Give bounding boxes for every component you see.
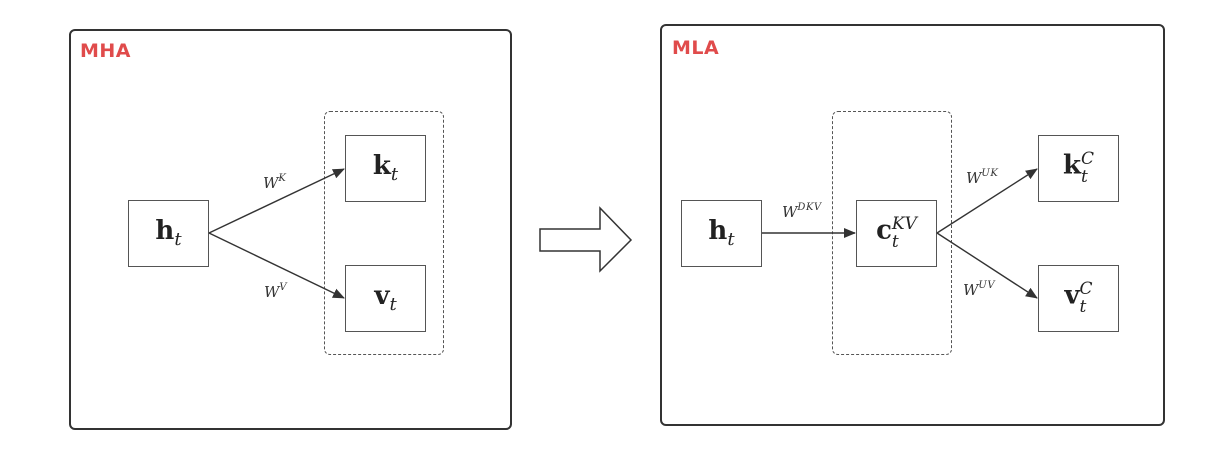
mha-edge-h-to-k — [208, 168, 345, 234]
mla-k-symbol: k — [1062, 150, 1081, 180]
mla-wuk-label: WUK — [966, 168, 999, 187]
mha-v-symbol: v — [374, 281, 390, 311]
mha-edge-h-to-v — [208, 232, 345, 299]
mha-h-subscript: t — [174, 229, 182, 250]
mla-v-superscript: C — [1079, 278, 1093, 299]
mha-v-subscript: t — [389, 294, 397, 315]
mla-v-symbol: v — [1064, 280, 1080, 310]
mla-c-symbol: c — [876, 215, 892, 245]
right-arrow-icon — [539, 206, 633, 273]
mla-v-subscript: t — [1079, 296, 1087, 317]
mha-k-symbol: k — [372, 151, 391, 181]
mla-k-subscript: t — [1081, 166, 1088, 187]
mla-h-node: ht — [681, 200, 762, 267]
mla-wdkv-label: WDKV — [782, 202, 822, 221]
mla-title: MLA — [672, 37, 720, 59]
mha-h-symbol: h — [155, 216, 175, 246]
mla-wuv-label: WUV — [963, 280, 996, 299]
mla-h-subscript: t — [727, 229, 735, 250]
mla-c-subscript: t — [891, 231, 899, 252]
mha-wk-label: WK — [263, 173, 287, 192]
mla-edge-c-to-k — [936, 168, 1038, 234]
mha-kv-cache-group — [324, 111, 444, 355]
mha-k-node: kt — [345, 135, 426, 202]
mha-wv-label: WV — [264, 282, 288, 301]
mha-v-node: vt — [345, 265, 426, 332]
mha-h-node: ht — [128, 200, 209, 267]
mla-edge-c-to-v — [936, 232, 1038, 299]
mla-c-superscript: KV — [891, 213, 917, 234]
mla-h-symbol: h — [708, 216, 728, 246]
mha-title: MHA — [80, 40, 132, 62]
mla-k-superscript: C — [1081, 148, 1095, 169]
mha-k-subscript: t — [390, 164, 399, 185]
